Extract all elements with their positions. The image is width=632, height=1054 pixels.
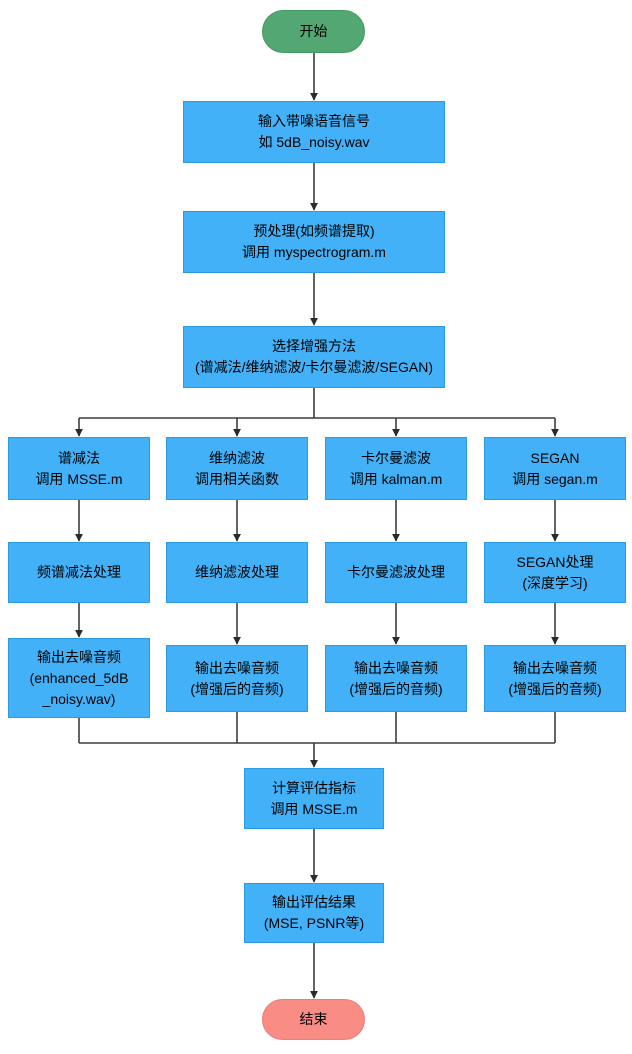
node-input-signal: 输入带噪语音信号 如 5dB_noisy.wav bbox=[183, 101, 445, 163]
node-text-line: 输出去噪音频 bbox=[354, 659, 438, 676]
node-segan-method: SEGAN 调用 segan.m bbox=[484, 437, 626, 500]
node-text-line: 调用 kalman.m bbox=[349, 470, 443, 487]
node-text-line: 输出评估结果 bbox=[272, 894, 356, 910]
node-text-line: 卡尔曼滤波处理 bbox=[347, 564, 445, 580]
node-text-line: 输出去噪音频 bbox=[513, 659, 597, 676]
node-choose-method: 选择增强方法 (谱减法/维纳滤波/卡尔曼滤波/SEGAN) bbox=[183, 326, 445, 388]
node-text-line: 如 5dB_noisy.wav bbox=[258, 134, 370, 150]
node-spectral-method: 谱减法 调用 MSSE.m bbox=[8, 437, 150, 500]
node-text-line: 调用 segan.m bbox=[512, 470, 598, 487]
node-text-line: 调用 MSSE.m bbox=[270, 800, 358, 817]
node-output-results: 输出评估结果 (MSE, PSNR等) bbox=[244, 883, 384, 943]
node-text-line: (MSE, PSNR等) bbox=[263, 915, 365, 931]
branch-row3-arrows bbox=[75, 603, 559, 645]
branch-row2-arrows bbox=[75, 500, 559, 542]
node-text-line: (增强后的音频) bbox=[190, 680, 284, 697]
node-segan-process: SEGAN处理 (深度学习) bbox=[484, 542, 626, 603]
node-kalman-process: 卡尔曼滤波处理 bbox=[325, 542, 467, 603]
node-kalman-output: 输出去噪音频 (增强后的音频) bbox=[325, 645, 467, 712]
node-text-line: (增强后的音频) bbox=[349, 680, 443, 697]
node-text-line: 调用 MSSE.m bbox=[35, 470, 123, 487]
node-segan-output: 输出去噪音频 (增强后的音频) bbox=[484, 645, 626, 712]
node-wiener-method: 维纳滤波 调用相关函数 bbox=[166, 437, 308, 500]
node-spectral-output: 输出去噪音频 (enhanced_5dB _noisy.wav) bbox=[8, 638, 150, 718]
node-text-line: 谱减法 bbox=[58, 449, 100, 466]
node-preprocess: 预处理(如频谱提取) 调用 myspectrogram.m bbox=[183, 211, 445, 273]
node-start-label: 开始 bbox=[299, 23, 328, 39]
node-text-line: 卡尔曼滤波 bbox=[361, 449, 431, 466]
node-wiener-output: 输出去噪音频 (增强后的音频) bbox=[166, 645, 308, 712]
node-text-line: 调用相关函数 bbox=[195, 470, 279, 487]
node-text-line: (深度学习) bbox=[522, 574, 588, 591]
node-text-line: SEGAN处理 bbox=[516, 553, 594, 570]
node-text-line: 调用 myspectrogram.m bbox=[242, 244, 386, 260]
node-end-label: 结束 bbox=[299, 1011, 328, 1027]
node-start: 开始 bbox=[262, 10, 365, 53]
node-text-line: 维纳滤波处理 bbox=[195, 564, 279, 580]
node-text-line: 频谱减法处理 bbox=[37, 564, 121, 580]
node-wiener-process: 维纳滤波处理 bbox=[166, 542, 308, 603]
node-text-line: 计算评估指标 bbox=[272, 779, 356, 796]
node-text-line: (增强后的音频) bbox=[508, 680, 602, 697]
node-text-line: SEGAN bbox=[530, 449, 580, 466]
node-end: 结束 bbox=[262, 999, 365, 1040]
node-text-line: (enhanced_5dB bbox=[29, 669, 129, 686]
node-kalman-method: 卡尔曼滤波 调用 kalman.m bbox=[325, 437, 467, 500]
branch-merge-connector bbox=[78, 712, 556, 768]
node-text-line: _noisy.wav) bbox=[42, 690, 116, 707]
node-text-line: 选择增强方法 bbox=[272, 338, 356, 354]
node-text-line: (谱减法/维纳滤波/卡尔曼滤波/SEGAN) bbox=[194, 359, 433, 375]
node-evaluate-metrics: 计算评估指标 调用 MSSE.m bbox=[244, 768, 384, 829]
node-text-line: 预处理(如频谱提取) bbox=[253, 223, 375, 239]
node-text-line: 维纳滤波 bbox=[209, 449, 265, 466]
node-text-line: 输入带噪语音信号 bbox=[258, 113, 370, 129]
branch-split-connector bbox=[75, 388, 559, 437]
node-text-line: 输出去噪音频 bbox=[37, 648, 121, 665]
node-spectral-process: 频谱减法处理 bbox=[8, 542, 150, 603]
node-text-line: 输出去噪音频 bbox=[195, 659, 279, 676]
